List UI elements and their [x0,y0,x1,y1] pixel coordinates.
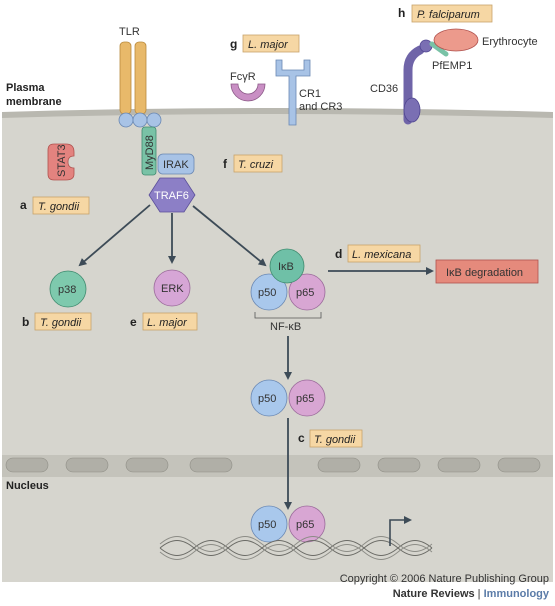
p65-label-nucleus: p65 [296,519,314,531]
p50-label-cytoplasm: p50 [258,393,276,405]
arrow-traf6-to-nfkb [192,205,267,267]
p65-label-cytoplasm: p65 [296,393,314,405]
stat3-label: STAT3 [56,144,68,177]
p50-label-complex: p50 [258,287,276,299]
p38-kinase [49,270,87,308]
pathogen-tag-e: e L. major [130,312,198,331]
copyright-text: Copyright © 2006 Nature Publishing Group [339,573,549,585]
p38-label: p38 [58,284,76,296]
pathogen-name-a: T. gondii [38,201,80,213]
pathogen-tag-c: c T. gondii [298,429,363,448]
pfemp1-protein [429,41,449,57]
arrow-traf6-to-p38 [78,204,151,267]
journal-name: Nature Reviews [392,588,475,600]
fcgr-label: FcγR [230,71,256,83]
irak-label: IRAK [163,159,189,171]
cd36-label: CD36 [370,83,398,95]
pathogen-letter-f: f [223,157,228,171]
myd88-label: MyD88 [144,135,156,170]
pathogen-tag-h: h P. falciparum [398,4,493,23]
pathogen-letter-a: a [20,198,27,212]
plasma-membrane-label-line1: Plasma [6,82,45,94]
pathogen-letter-h: h [398,6,405,20]
nfkb-label: NF-κB [270,321,301,333]
nfkb-dimer-cytoplasm [250,379,326,417]
pathogen-tag-f: f T. cruzi [223,154,283,173]
pathogen-letter-b: b [22,315,29,329]
pfemp1-label: PfEMP1 [432,60,472,72]
pathogen-name-f: T. cruzi [238,159,274,171]
cd36-receptor [403,39,433,125]
pathogen-tag-d: d L. mexicana [335,244,421,263]
ikb-degradation-label: IκB degradation [446,267,523,279]
erythrocyte-label: Erythrocyte [482,36,538,48]
pathogen-tag-g: g L. major [230,34,300,53]
pathogen-name-d: L. mexicana [352,249,411,261]
nucleus-label: Nucleus [6,480,49,492]
traf6-label: TRAF6 [154,190,189,202]
pathogen-name-b: T. gondii [40,317,82,329]
tlr-label: TLR [119,26,140,38]
cr-label-line2: and CR3 [299,101,342,113]
cr-label-line1: CR1 [299,88,321,100]
pathogen-letter-c: c [298,431,305,445]
pathogen-name-c: T. gondii [314,434,356,446]
p50-label-nucleus: p50 [258,519,276,531]
nfkb-dimer-nucleus [250,505,326,543]
pathogen-letter-e: e [130,315,137,329]
fcgr-receptor [230,83,266,102]
ikb-degradation-box [435,259,539,284]
p65-label-complex: p65 [296,287,314,299]
erk-label: ERK [161,283,184,295]
irak-kinase [157,153,195,175]
nfkb-ikb-complex [250,248,326,311]
myd88-adaptor [141,126,157,176]
pathogen-name-e: L. major [147,317,188,329]
transcription-start-arrow [389,516,412,546]
dna-helix [159,536,433,560]
stat3-protein [47,143,75,181]
erythrocyte-cell [433,28,479,52]
pathogen-letter-g: g [230,37,237,51]
pathogen-tag-a: a T. gondii [20,196,90,215]
journal-separator: | [474,588,484,600]
pathogen-name-h: P. falciparum [417,9,480,21]
cytoplasm-background [2,112,553,582]
pathogen-letter-d: d [335,247,342,261]
journal-credit: Nature Reviews | Immunology [340,587,549,602]
journal-section: Immunology [483,588,549,600]
plasma-membrane-label-line2: membrane [6,96,62,108]
nfkb-bracket [254,312,322,319]
traf6-adaptor [148,177,196,213]
cr-receptor [275,59,311,126]
pathogen-name-g: L. major [248,39,289,51]
figure-footer: Copyright © 2006 Nature Publishing Group… [340,572,549,602]
ikb-label: IκB [278,261,294,273]
pathogen-tag-b: b T. gondii [22,312,92,331]
tlr-receptor [118,41,162,128]
nuclear-pores [5,457,541,473]
erk-kinase [153,269,191,307]
